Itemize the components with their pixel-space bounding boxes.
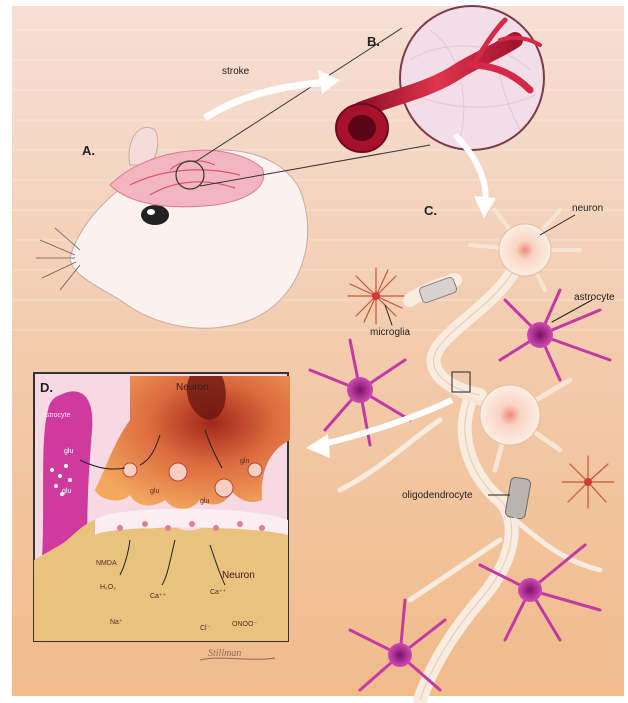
glu-label-3: glu xyxy=(200,498,209,505)
astrocyte-label: astrocyte xyxy=(574,292,615,303)
panel-label-d: D. xyxy=(40,380,53,395)
ca-label-1: Ca⁺⁺ xyxy=(150,592,166,600)
nmda-label: NMDA xyxy=(96,560,117,567)
cl-label: Cl⁻ xyxy=(200,624,210,632)
panel-label-a: A. xyxy=(82,143,95,158)
panel-label-c: C. xyxy=(424,203,437,218)
glu-label-1: glu xyxy=(64,448,73,455)
synapse-inset xyxy=(34,373,290,641)
glu-label-4: glu xyxy=(62,488,71,495)
na-label: Na⁺ xyxy=(110,618,123,626)
inset-astrocyte-label: astrocyte xyxy=(42,412,70,419)
microglia-label: microglia xyxy=(370,327,410,338)
panel-label-b: B. xyxy=(367,34,380,49)
inset-neuron-top-label: Neuron xyxy=(176,382,209,393)
onoo-label: ONOO⁻ xyxy=(232,620,257,628)
glu-label-2: glu xyxy=(150,488,159,495)
neuron-label: neuron xyxy=(572,203,603,214)
artist-signature: Stillman xyxy=(208,648,241,659)
h2o2-label: H₂O₂ xyxy=(100,584,116,591)
gln-label: gln xyxy=(240,458,249,465)
ca-label-2: Ca⁺⁺ xyxy=(210,588,226,596)
stroke-label: stroke xyxy=(222,66,249,77)
inset-neuron-bottom-label: Neuron xyxy=(222,570,255,581)
oligodendrocyte-label: oligodendrocyte xyxy=(402,490,473,501)
